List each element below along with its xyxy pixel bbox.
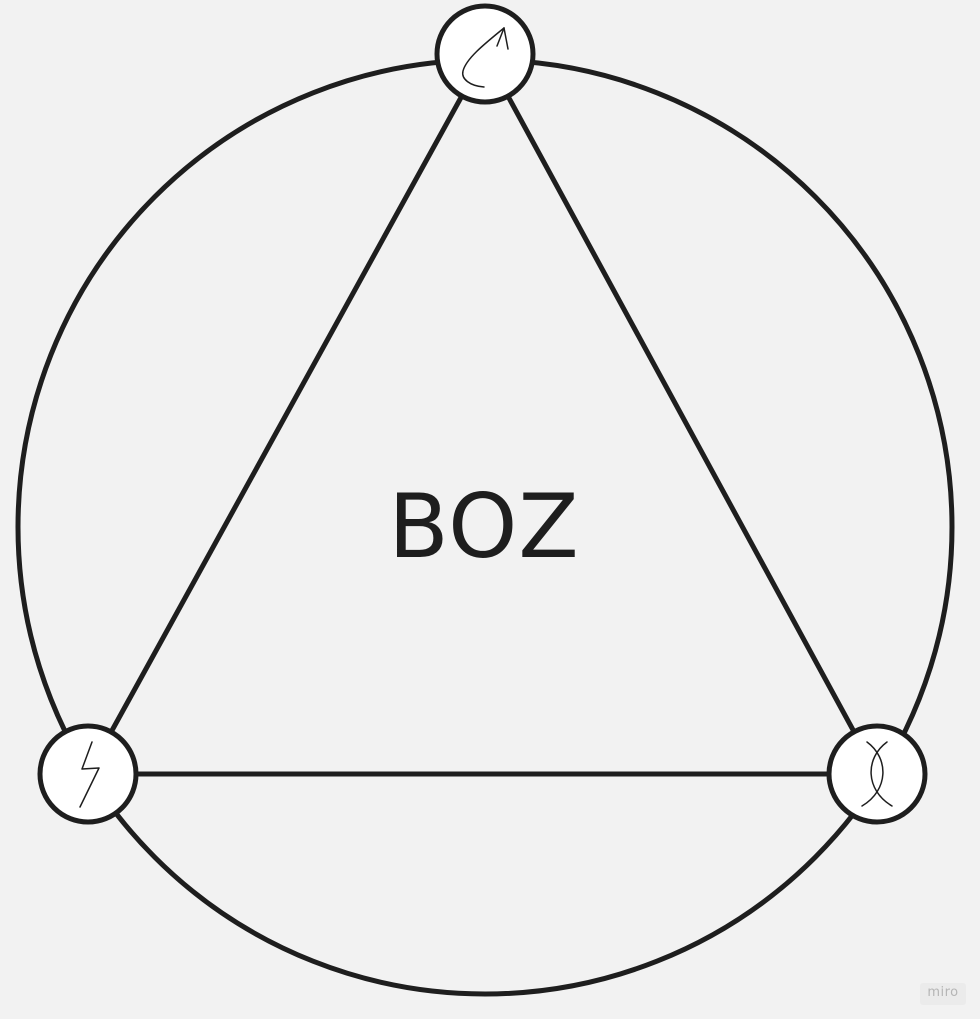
- lightning-bolt-icon: [79, 741, 100, 808]
- miro-watermark: miro: [920, 983, 966, 1005]
- node-bottom-right[interactable]: [826, 723, 928, 825]
- center-label: BOZ: [388, 475, 579, 578]
- watermark-text: miro: [927, 985, 959, 1000]
- crescent-arrow-icon: [462, 27, 509, 88]
- crossed-arcs-icon: [861, 741, 893, 807]
- node-bottom-left[interactable]: [37, 723, 139, 825]
- node-top[interactable]: [434, 3, 536, 105]
- edge-top-to-bottom-right: [482, 52, 880, 776]
- edge-top-to-bottom-left: [85, 52, 488, 776]
